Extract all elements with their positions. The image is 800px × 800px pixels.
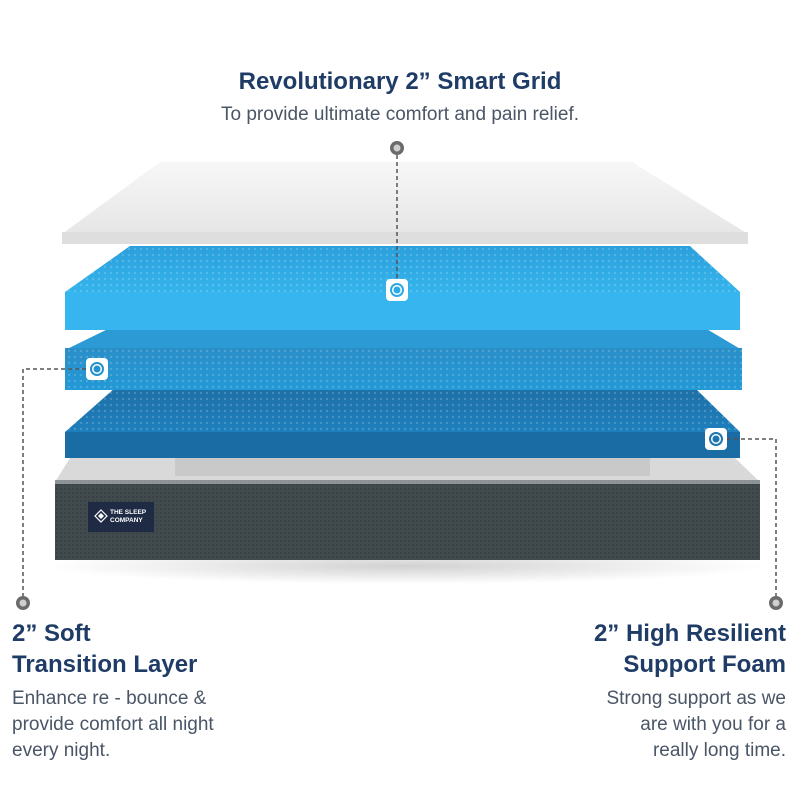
support-desc-line: Strong support as we bbox=[606, 688, 786, 709]
support-foam-description: Strong support as we are with you for a … bbox=[526, 686, 786, 764]
transition-title-line: 2” Soft bbox=[12, 620, 91, 647]
transition-title-line: Transition Layer bbox=[12, 651, 198, 678]
transition-desc-line: provide comfort all night bbox=[12, 714, 214, 735]
top-callout-connector bbox=[386, 141, 408, 301]
brand-name-line-1: THE SLEEP bbox=[110, 509, 147, 516]
transition-layer bbox=[65, 328, 742, 390]
smart-grid-layer bbox=[65, 246, 740, 330]
brand-label: THE SLEEP COMPANY bbox=[88, 502, 154, 532]
left-callout-connector bbox=[16, 358, 108, 610]
brand-name-line-2: COMPANY bbox=[110, 517, 143, 524]
transition-layer-title: 2” Soft Transition Layer bbox=[12, 618, 332, 680]
mattress-base bbox=[55, 458, 760, 560]
support-foam-layer bbox=[65, 388, 740, 458]
transition-layer-description: Enhance re - bounce & provide comfort al… bbox=[12, 686, 292, 764]
right-callout-connector bbox=[705, 428, 783, 610]
transition-desc-line: Enhance re - bounce & bbox=[12, 688, 207, 709]
transition-desc-line: every night. bbox=[12, 740, 111, 761]
support-desc-line: are with you for a bbox=[640, 714, 786, 735]
smart-grid-description: To provide ultimate comfort and pain rel… bbox=[220, 104, 579, 125]
support-title-line: 2” High Resilient bbox=[593, 620, 786, 647]
top-comfort-layer bbox=[62, 162, 748, 244]
support-title-line: Support Foam bbox=[623, 651, 786, 678]
support-foam-title: 2” High Resilient Support Foam bbox=[466, 618, 786, 680]
smart-grid-title: Revolutionary 2” Smart Grid bbox=[238, 68, 562, 95]
support-desc-line: really long time. bbox=[652, 740, 786, 761]
